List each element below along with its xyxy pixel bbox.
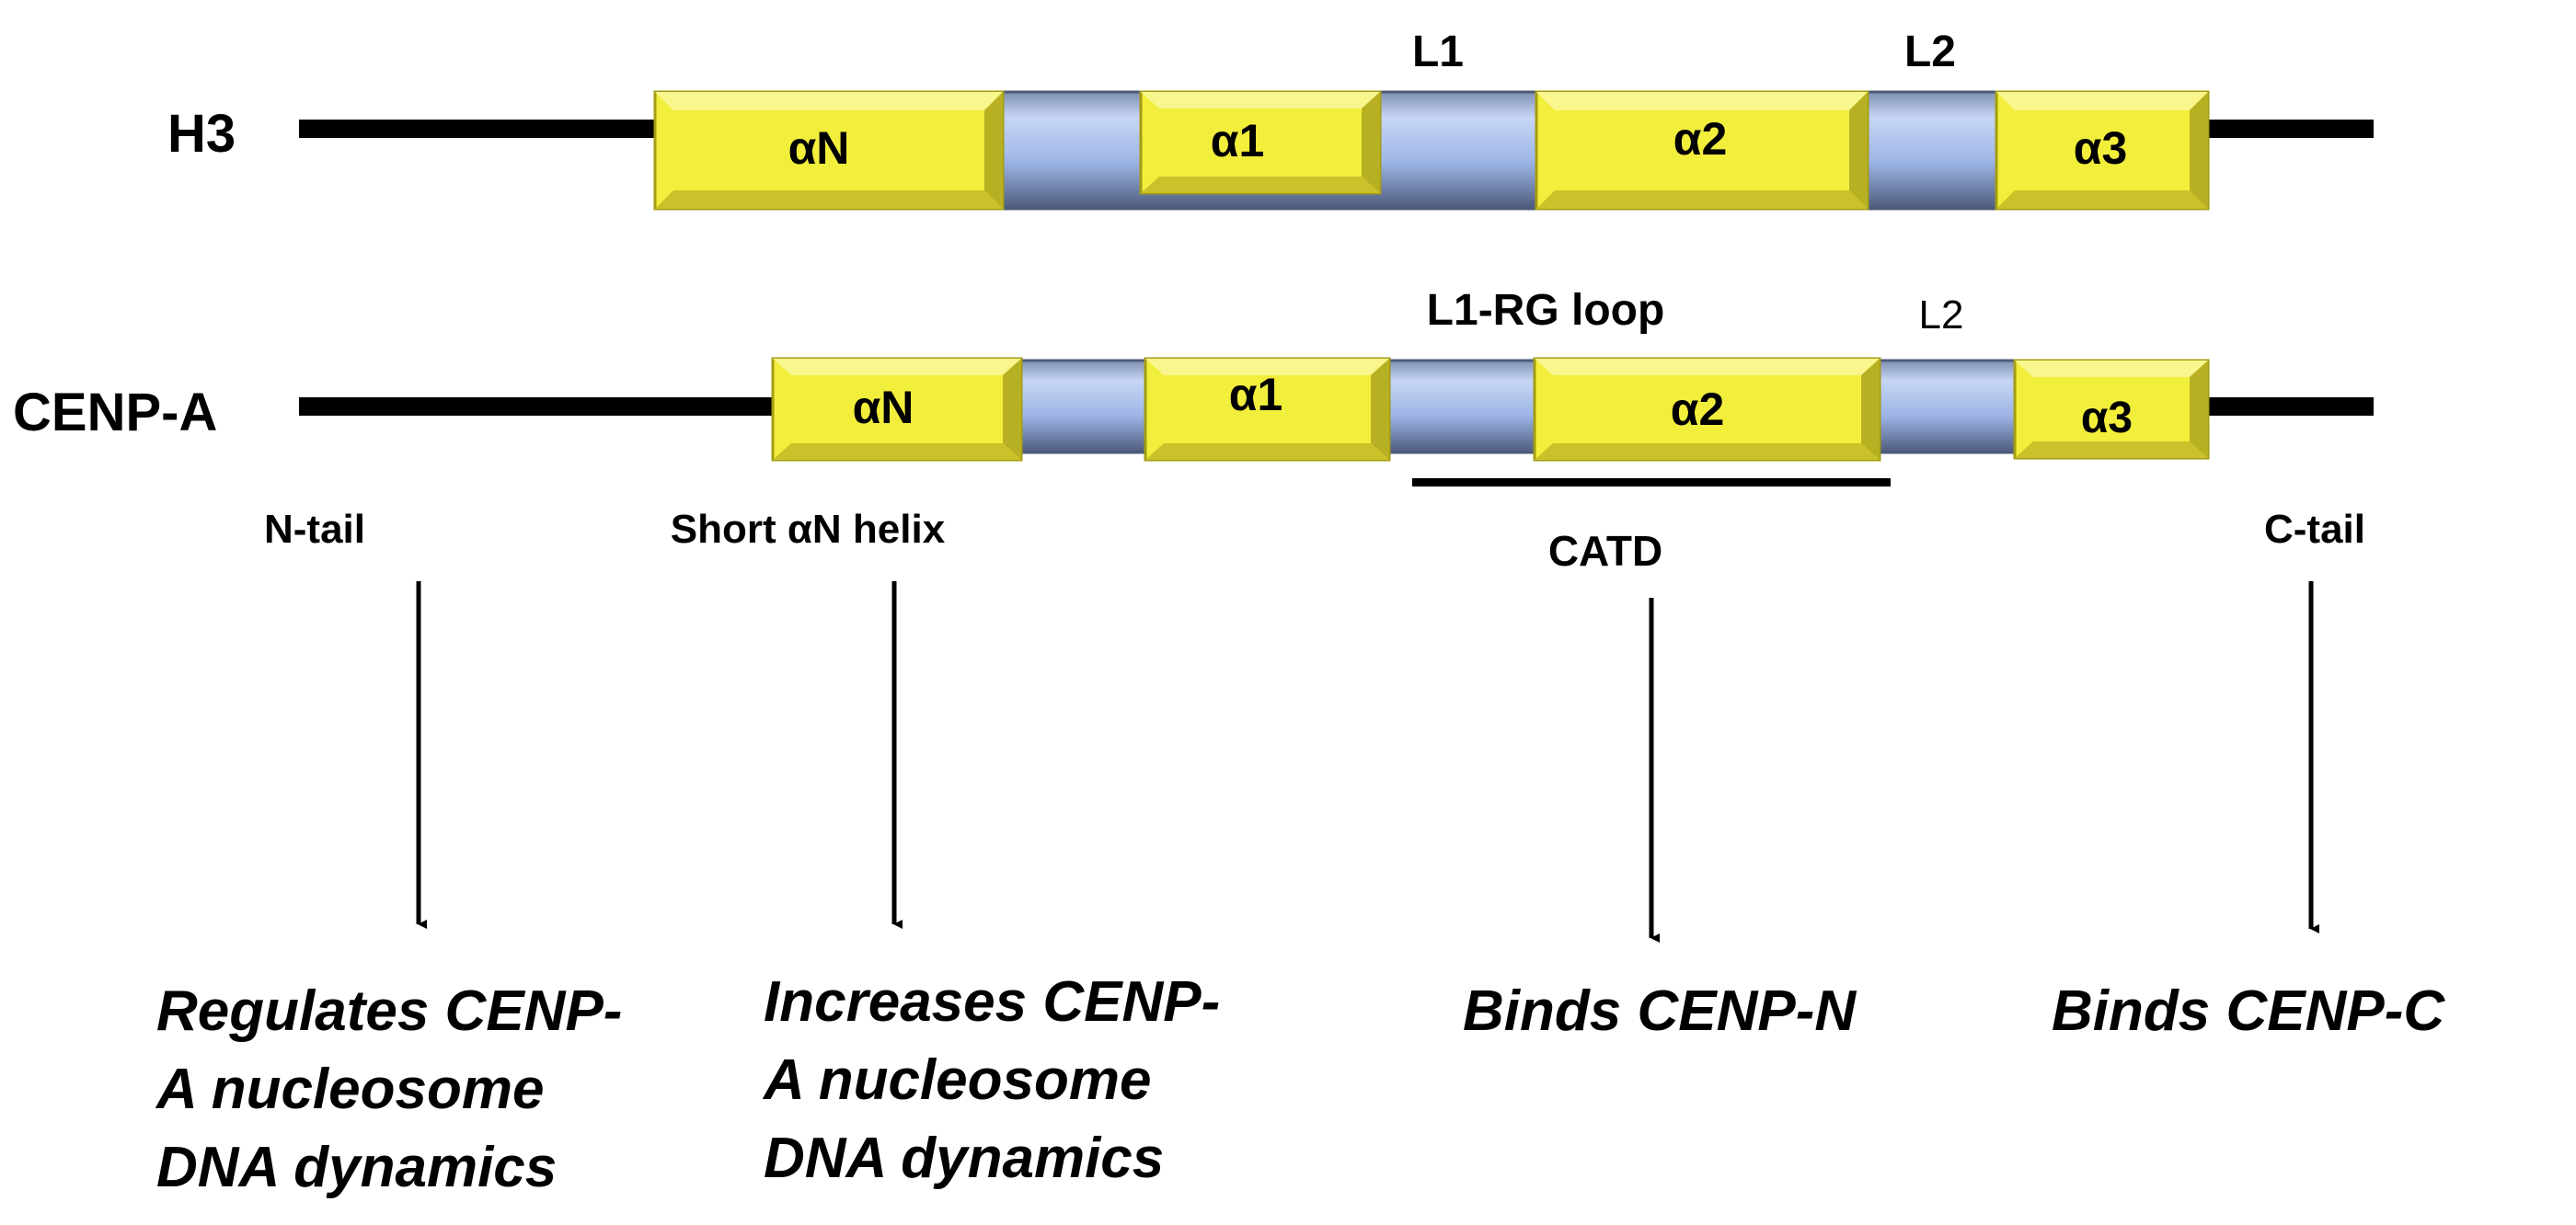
cenpa-row: CENP-A αN α1 α2 α3 (13, 286, 2374, 462)
h3-helix-alpha2: α2 (1535, 90, 1869, 211)
function-c-tail: Binds CENP-C (2052, 979, 2445, 1043)
cenpa-helix-alphaN: αN (771, 357, 1023, 462)
c-tail-label: C-tail (2264, 507, 2365, 552)
cenpa-loop-l2-label: L2 (1919, 292, 1964, 338)
cenpa-label: CENP-A (13, 383, 217, 442)
short-alphaN-helix-label: Short αN helix (671, 507, 946, 552)
h3-row: H3 αN α1 α2 α3 (167, 28, 2374, 211)
h3-alpha1-label: α1 (1211, 115, 1265, 166)
h3-loop-l2-label: L2 (1904, 28, 1956, 76)
cenpa-loop-l1-rg-label: L1-RG loop (1427, 286, 1665, 335)
cenpa-helix-alpha2: α2 (1533, 357, 1881, 462)
function-n-tail: Regulates CENP- A nucleosome DNA dynamic… (155, 979, 622, 1199)
n-tail-label: N-tail (264, 507, 365, 552)
function-alphaN-line-1: Increases CENP- (764, 970, 1220, 1034)
h3-loop-l1-label: L1 (1412, 28, 1464, 76)
catd-label: CATD (1548, 527, 1662, 575)
catd-bracket (1412, 478, 1891, 487)
function-catd: Binds CENP-N (1463, 979, 1857, 1043)
cenpa-alphaN-label: αN (853, 382, 914, 433)
cenpa-alpha2-label: α2 (1671, 384, 1725, 435)
cenpa-helix-alpha3: α3 (2013, 359, 2210, 460)
h3-helix-alpha3: α3 (1995, 90, 2210, 211)
h3-helix-alpha1: α1 (1139, 90, 1382, 195)
function-n-tail-line-2: A nucleosome (155, 1058, 544, 1121)
h3-label: H3 (167, 104, 236, 164)
function-alphaN: Increases CENP- A nucleosome DNA dynamic… (762, 970, 1220, 1190)
function-n-tail-line-1: Regulates CENP- (156, 979, 622, 1043)
cenpa-alpha1-label: α1 (1229, 369, 1283, 420)
h3-helix-alphaN: αN (653, 90, 1005, 211)
function-n-tail-line-3: DNA dynamics (156, 1136, 557, 1199)
cenpa-alpha3-label: α3 (2081, 394, 2133, 442)
function-alphaN-line-2: A nucleosome (762, 1048, 1151, 1112)
h3-alpha3-label: α3 (2074, 122, 2128, 174)
cenpa-helix-alpha1: α1 (1144, 357, 1391, 462)
function-alphaN-line-3: DNA dynamics (764, 1127, 1164, 1190)
h3-alpha2-label: α2 (1673, 113, 1728, 165)
h3-alphaN-label: αN (788, 122, 850, 174)
